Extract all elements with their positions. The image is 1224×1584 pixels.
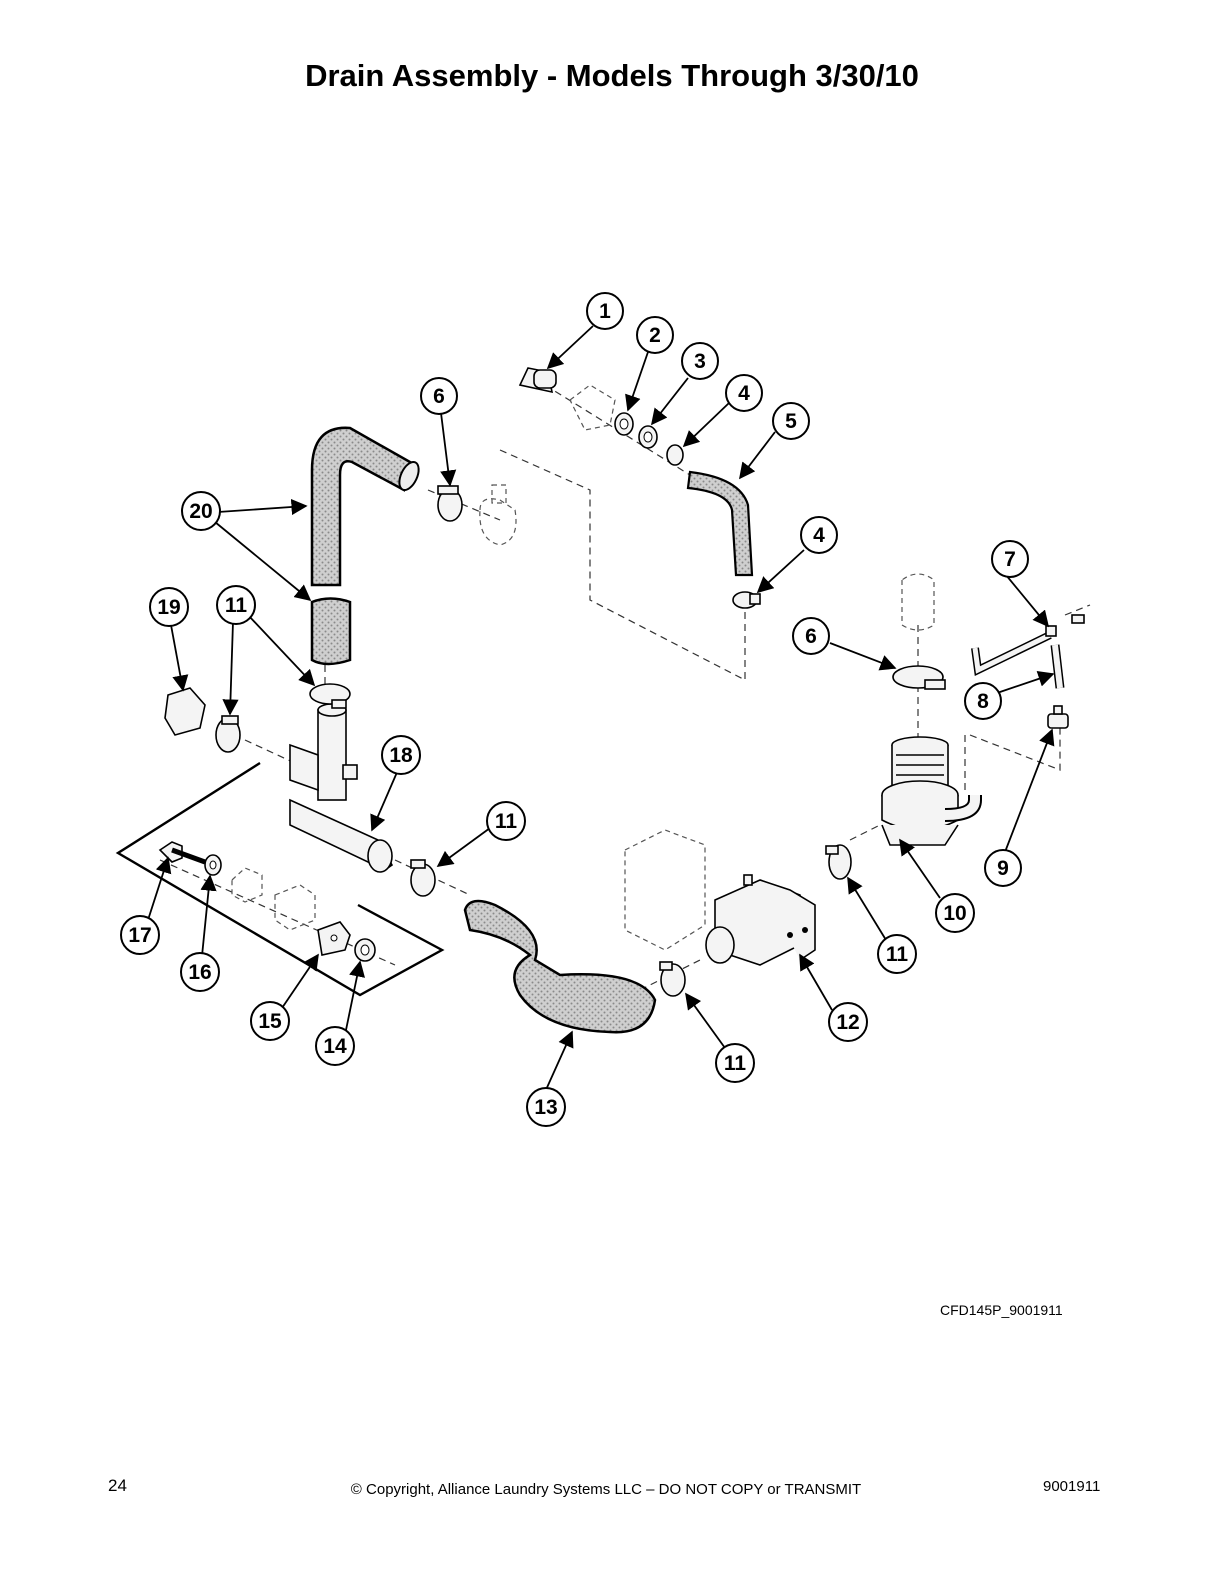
callout-label: 11 bbox=[724, 1052, 747, 1075]
callout-8: 8 bbox=[964, 682, 1002, 720]
callout-16: 16 bbox=[180, 952, 220, 992]
hose-20-lower bbox=[310, 597, 352, 666]
callout-label: 7 bbox=[1004, 548, 1016, 571]
callout-7: 7 bbox=[991, 540, 1029, 578]
figure-code: CFD145P_9001911 bbox=[940, 1302, 1063, 1318]
callout-label: 14 bbox=[323, 1035, 347, 1058]
callout-5: 5 bbox=[772, 402, 810, 440]
callout-13: 13 bbox=[526, 1087, 566, 1127]
callout-20: 20 bbox=[181, 491, 221, 531]
callout-4: 4 bbox=[725, 374, 763, 412]
callout-label: 19 bbox=[157, 596, 180, 619]
callout-4-lower: 4 bbox=[800, 516, 838, 554]
washer-3 bbox=[638, 425, 658, 449]
callout-11-mid: 11 bbox=[486, 801, 526, 841]
callouts: 1 2 3 4 5 6 4 7 6 8 9 10 11 12 11 13 14 … bbox=[120, 292, 1029, 1127]
clamp-4-lower bbox=[732, 591, 761, 609]
callout-label: 10 bbox=[943, 902, 966, 925]
tub-outlet-ghost bbox=[479, 484, 517, 546]
callout-18: 18 bbox=[381, 735, 421, 775]
callout-17: 17 bbox=[120, 915, 160, 955]
fitting-1 bbox=[518, 367, 557, 394]
callout-label: 20 bbox=[189, 500, 212, 523]
callout-label: 3 bbox=[694, 350, 706, 373]
callout-1: 1 bbox=[586, 292, 624, 330]
drain-pump-12 bbox=[624, 829, 816, 966]
callout-label: 15 bbox=[258, 1010, 282, 1033]
hose-13 bbox=[463, 899, 657, 1034]
page-title: Drain Assembly - Models Through 3/30/10 bbox=[305, 58, 919, 93]
leader-lines bbox=[147, 325, 1055, 1093]
pressure-switch-9 bbox=[1047, 705, 1069, 729]
callout-label: 8 bbox=[977, 690, 989, 713]
sump-10 bbox=[881, 736, 982, 846]
callout-label: 11 bbox=[225, 594, 248, 617]
clamp-4-upper bbox=[666, 444, 684, 466]
clamp-6-lower bbox=[892, 665, 946, 690]
mount-bracket-ghost bbox=[569, 384, 616, 431]
callout-3: 3 bbox=[681, 342, 719, 380]
callout-10: 10 bbox=[935, 893, 975, 933]
callout-label: 18 bbox=[389, 744, 413, 767]
mounting-bracket-group bbox=[115, 761, 445, 997]
hose-7 bbox=[971, 614, 1085, 677]
callout-label: 11 bbox=[495, 810, 518, 833]
page-number: 24 bbox=[108, 1476, 127, 1495]
callout-11-pump-inlet: 11 bbox=[877, 934, 917, 974]
callout-12: 12 bbox=[828, 1002, 868, 1042]
clamp-11-mid bbox=[410, 859, 436, 897]
clamp-11-left bbox=[215, 715, 241, 753]
callout-label: 9 bbox=[997, 857, 1009, 880]
callout-label: 5 bbox=[785, 410, 797, 433]
hose-8 bbox=[1050, 644, 1065, 689]
callout-label: 12 bbox=[836, 1011, 859, 1034]
clamp-11-top bbox=[309, 683, 351, 709]
clamp-11-pump-inlet bbox=[825, 844, 852, 880]
callout-11-pump-outlet: 11 bbox=[715, 1043, 755, 1083]
washer-2 bbox=[614, 412, 634, 436]
callout-6-upper: 6 bbox=[420, 377, 458, 415]
callout-6-lower: 6 bbox=[792, 617, 830, 655]
clamp-6-upper bbox=[437, 485, 463, 522]
callout-2: 2 bbox=[636, 316, 674, 354]
document-number: 9001911 bbox=[1043, 1478, 1101, 1495]
clamp-11-pump-outlet bbox=[659, 961, 686, 997]
hose-5 bbox=[686, 470, 754, 577]
callout-label: 17 bbox=[128, 924, 151, 947]
callout-15: 15 bbox=[250, 1001, 290, 1041]
callout-19: 19 bbox=[149, 587, 189, 627]
callout-11-top: 11 bbox=[216, 585, 256, 625]
tee-fitting-18 bbox=[289, 703, 394, 873]
sump-ghost bbox=[901, 573, 935, 631]
callout-label: 6 bbox=[805, 625, 817, 648]
hose-20-upper bbox=[310, 426, 420, 587]
callout-14: 14 bbox=[315, 1026, 355, 1066]
callout-9: 9 bbox=[984, 849, 1022, 887]
callout-label: 6 bbox=[433, 385, 445, 408]
callout-label: 1 bbox=[599, 300, 611, 323]
copyright-notice: © Copyright, Alliance Laundry Systems LL… bbox=[350, 1481, 862, 1498]
callout-label: 13 bbox=[534, 1096, 557, 1119]
callout-label: 11 bbox=[886, 943, 909, 966]
callout-label: 2 bbox=[649, 324, 661, 347]
callout-label: 4 bbox=[738, 382, 750, 405]
callout-label: 4 bbox=[813, 524, 825, 547]
callout-label: 16 bbox=[188, 961, 211, 984]
cap-19 bbox=[164, 687, 206, 736]
